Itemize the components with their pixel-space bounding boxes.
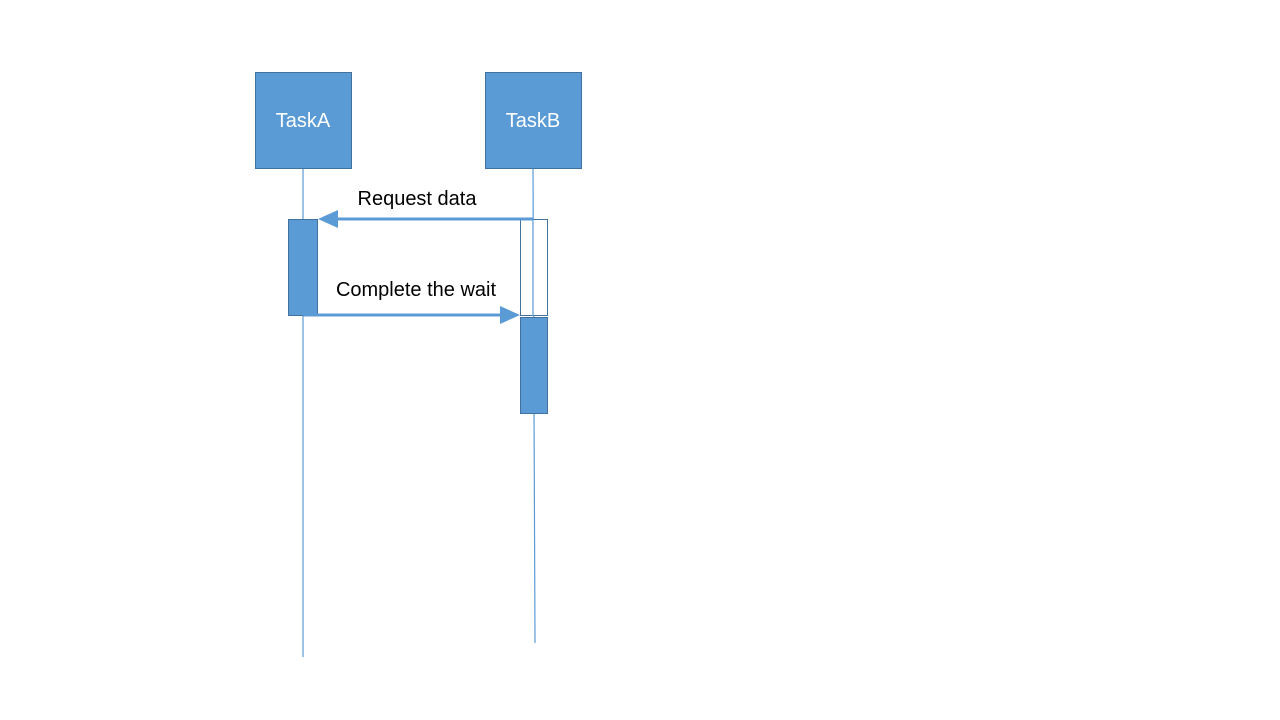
participant-box-taska [255,72,352,169]
message-request-data: Request data [318,188,533,228]
activation-bar-taskb-waiting [520,219,548,316]
message-label-complete-the-wait: Complete the wait [336,279,497,301]
participant-taskb[interactable]: TaskB [485,72,582,169]
arrow-head-left-icon [318,210,338,228]
participant-taska[interactable]: TaskA [255,72,352,169]
participant-box-taskb [485,72,582,169]
arrow-head-right-icon [500,306,520,324]
activation-bar-taskb-active [520,317,548,414]
participant-label-taskb: TaskB [506,110,560,132]
message-label-request-data: Request data [358,188,478,210]
participant-label-taska: TaskA [276,110,331,132]
activation-bar-taska [288,219,318,316]
message-complete-the-wait: Complete the wait [303,279,520,324]
